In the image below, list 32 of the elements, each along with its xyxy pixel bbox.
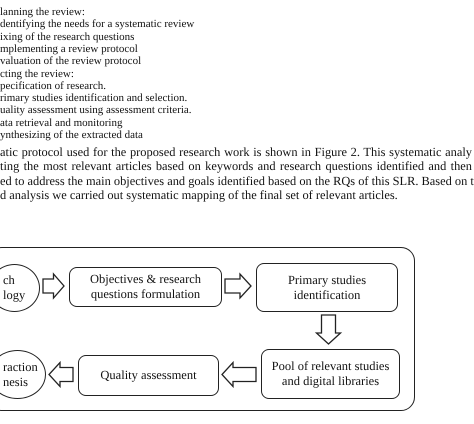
list-item-text: cting the review: xyxy=(0,68,74,80)
node-text: Pool of relevant studies and digital libraries xyxy=(270,359,390,389)
node-text: ch logy xyxy=(3,273,26,303)
list-item-text: uality assessment using assessment criteria. xyxy=(0,104,192,116)
paragraph-line: d analysis we carried out systematic mapping of the final set of relevant articles. xyxy=(0,188,399,202)
list-item-text: ata retrieval and monitoring xyxy=(0,116,122,129)
block-arrow xyxy=(42,272,65,300)
list-item-text: rimary studies identification and selection. xyxy=(0,92,188,104)
node-text: raction nesis xyxy=(3,360,39,390)
paragraph-line: atic protocol used for the proposed research work is shown in Figure 2. This systematic analy xyxy=(0,145,472,159)
list-item-text: ixing of the research questions xyxy=(0,30,134,43)
process-box xyxy=(256,263,398,312)
paragraph-line: ed to address the main objectives and goals identified based on the RQs of this SLR. Based on t xyxy=(0,174,472,188)
list-item-text: valuation of the review protocol xyxy=(0,55,142,68)
list-item-text: dentifying the needs for a systematic review xyxy=(0,18,194,30)
node-text: Primary studies identification xyxy=(286,272,368,302)
block-arrow xyxy=(48,360,74,388)
block-arrow xyxy=(314,314,342,345)
list-item-text: mplementing a review protocol xyxy=(0,42,138,55)
node-text: Quality assessment xyxy=(100,368,197,383)
ellipse-node xyxy=(0,264,40,312)
process-box xyxy=(261,349,400,399)
ellipse-node xyxy=(0,350,46,399)
list-item-text: lanning the review: xyxy=(0,6,85,18)
block-arrow xyxy=(221,360,257,388)
list-item-text: ynthesizing of the extracted data xyxy=(0,129,143,141)
node-text: Objectives & research questions formulation xyxy=(88,272,202,302)
list-item-text: pecification of research. xyxy=(0,80,106,92)
block-arrow xyxy=(224,272,252,300)
paragraph-line: ting the most relevant articles based on keywords and research questions identified and then xyxy=(0,159,472,174)
process-box xyxy=(78,355,219,396)
process-box xyxy=(69,267,222,307)
